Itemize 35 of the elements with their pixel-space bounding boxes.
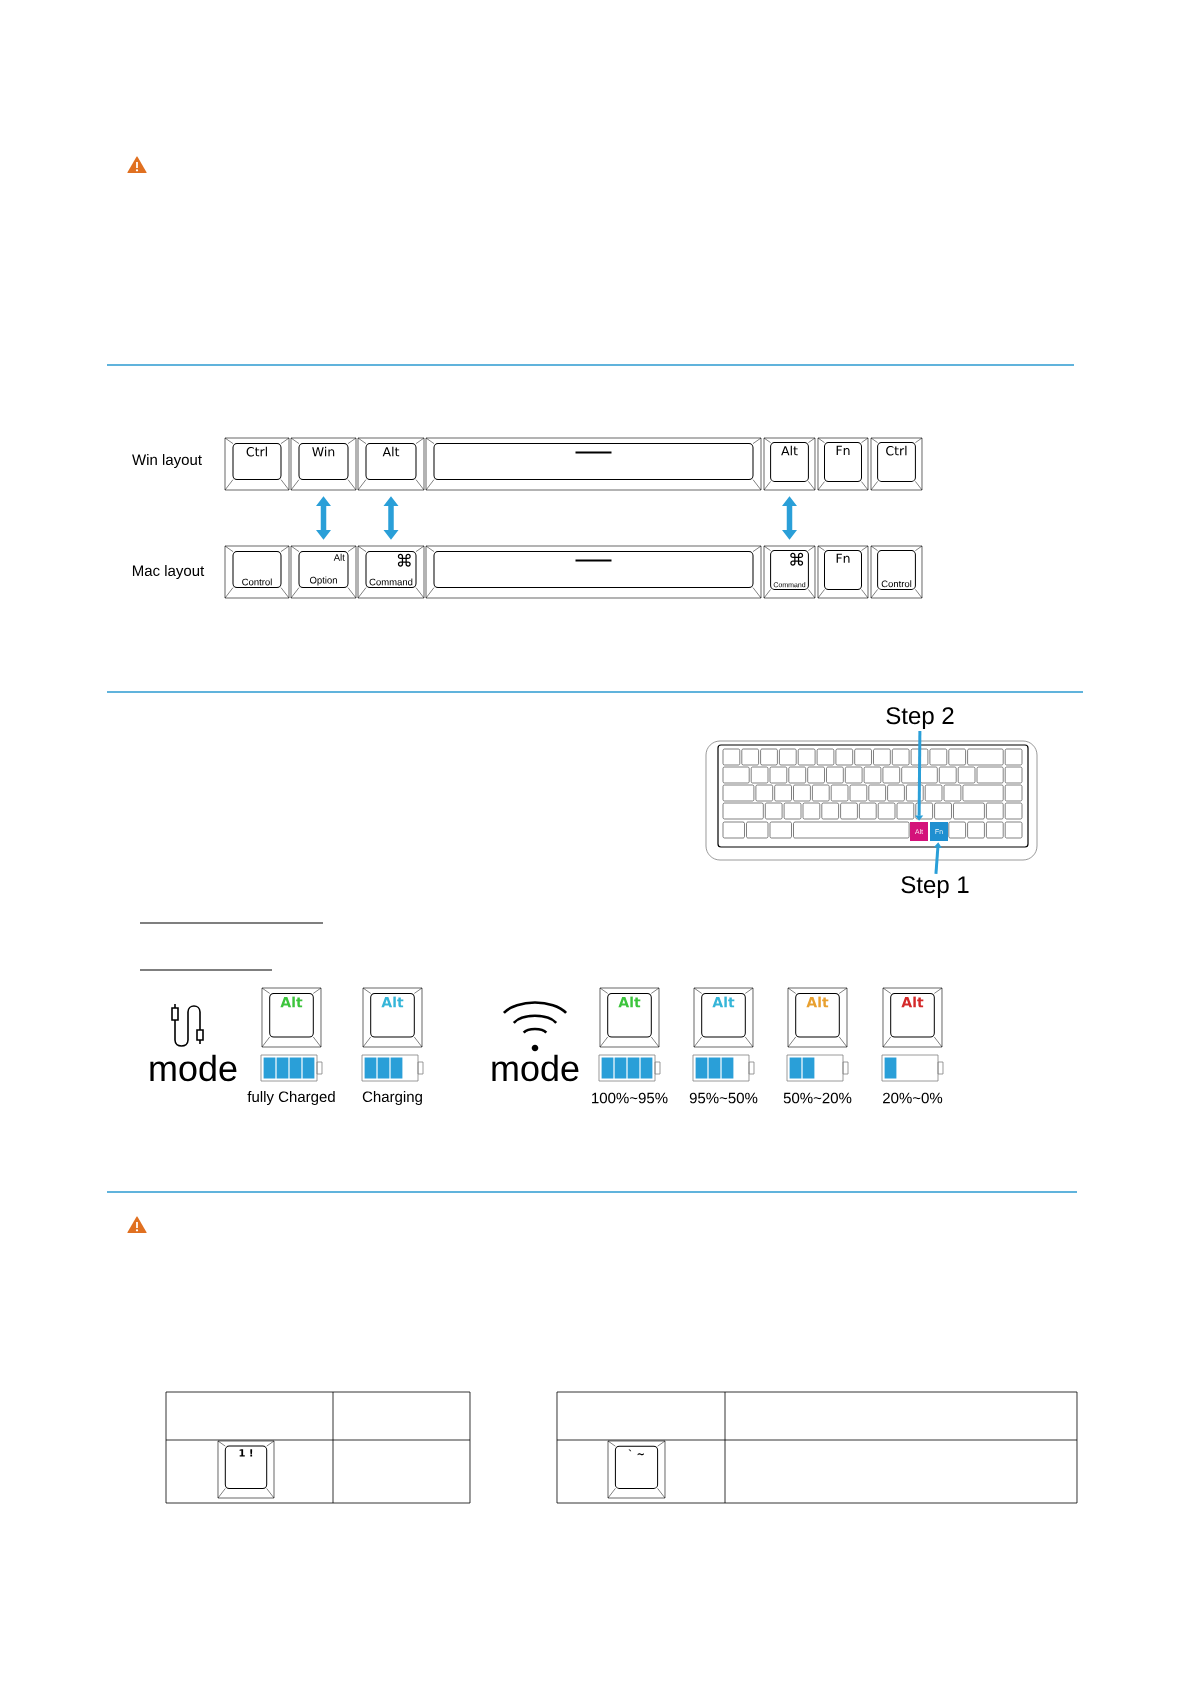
keycap: Alt xyxy=(763,437,816,491)
node-label: 95%~50% xyxy=(689,1092,758,1104)
mode-label: mode xyxy=(150,1054,237,1082)
keycap: Control xyxy=(870,545,923,599)
step-label: Step 1 xyxy=(901,876,969,898)
keycap: Control xyxy=(224,545,290,599)
keycap: Alt xyxy=(882,987,943,1048)
keycap: Alt xyxy=(787,987,848,1048)
keycap: Ctrl xyxy=(870,437,923,491)
keycap xyxy=(425,545,762,599)
row-label: Mac layout xyxy=(132,565,205,579)
keycap: 1 ! xyxy=(217,1440,275,1499)
keycap: Alt xyxy=(362,987,423,1048)
keycap: Alt xyxy=(599,987,660,1048)
arrow xyxy=(933,842,942,875)
keycap: Alt Option xyxy=(290,545,357,599)
node-label: 50%~20% xyxy=(783,1092,852,1104)
node-label: fully Charged xyxy=(247,1091,335,1105)
node-label: 100%~95% xyxy=(592,1092,668,1104)
mode-label: mode xyxy=(492,1054,579,1082)
keycap: Ctrl xyxy=(224,437,290,491)
keycap: Fn xyxy=(817,545,869,599)
arrow xyxy=(915,731,924,821)
keycap: Alt xyxy=(261,987,322,1048)
step-label: Step 2 xyxy=(886,707,954,729)
row-label: Win layout xyxy=(132,454,202,468)
keycap: Fn xyxy=(817,437,869,491)
keycap: Win xyxy=(290,437,357,491)
node-label: 20%~0% xyxy=(883,1092,943,1104)
keycap xyxy=(425,437,762,491)
keycap: Alt xyxy=(693,987,754,1048)
node-label: Charging xyxy=(362,1091,422,1105)
keycap: ` ~ xyxy=(607,1440,666,1499)
keycap: Alt xyxy=(357,437,425,491)
keycap: ⌘ Command xyxy=(357,545,425,599)
